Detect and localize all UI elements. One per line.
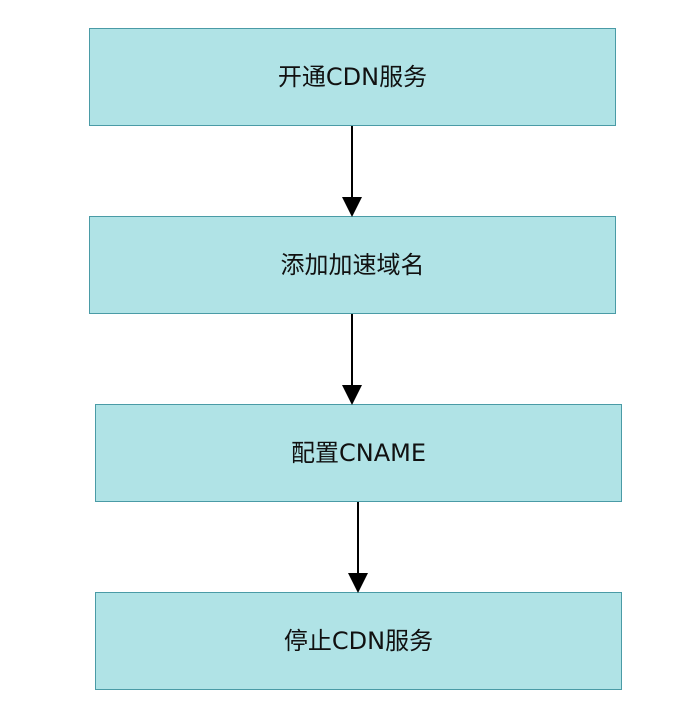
step-label-open-cdn-service: 开通CDN服务 [277,63,428,91]
step-label-stop-cdn-service: 停止CDN服务 [283,627,434,655]
step-box-add-acceleration-domain: 添加加速域名 [89,216,616,314]
step-label-add-acceleration-domain: 添加加速域名 [280,251,425,279]
step-box-stop-cdn-service: 停止CDN服务 [95,592,622,690]
step-box-configure-cname: 配置CNAME [95,404,622,502]
step-box-open-cdn-service: 开通CDN服务 [89,28,616,126]
step-label-configure-cname: 配置CNAME [291,439,426,467]
